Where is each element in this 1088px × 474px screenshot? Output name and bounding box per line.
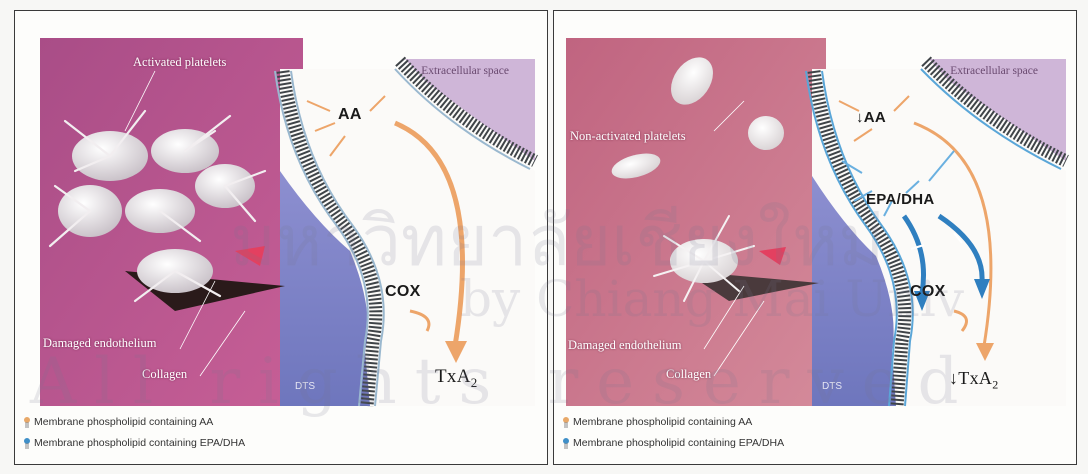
label-dts: DTS xyxy=(295,381,315,392)
molecule-aa: ↓AA xyxy=(856,109,886,126)
phospholipid-epa-dha-icon xyxy=(562,438,570,449)
legend-text-aa: Membrane phospholipid containing AA xyxy=(573,416,752,428)
phospholipid-epa-dha-icon xyxy=(23,438,31,449)
legend-text-epa-dha: Membrane phospholipid containing EPA/DHA xyxy=(34,437,245,449)
legend-text-aa: Membrane phospholipid containing AA xyxy=(34,416,213,428)
legend-item-aa: Membrane phospholipid containing AA xyxy=(562,416,752,428)
legend-text-epa-dha: Membrane phospholipid containing EPA/DHA xyxy=(573,437,784,449)
phospholipid-aa-icon xyxy=(562,417,570,428)
label-extracellular-space: Extracellular space xyxy=(946,65,1038,78)
label-dts: DTS xyxy=(822,381,842,392)
molecule-txa2: ↓TxA2 xyxy=(949,368,999,393)
label-collagen: Collagen xyxy=(142,367,187,382)
label-damaged-endothelium: Damaged endothelium xyxy=(43,336,157,351)
molecule-cox: COX xyxy=(385,283,421,301)
molecule-cox: COX xyxy=(910,283,946,301)
label-damaged-endothelium: Damaged endothelium xyxy=(568,338,682,353)
molecule-epa-dha: EPA/DHA xyxy=(866,191,935,208)
molecule-txa2: TxA2 xyxy=(435,366,478,391)
label-collagen: Collagen xyxy=(666,367,711,382)
phospholipid-aa-icon xyxy=(23,417,31,428)
label-non-activated-platelets: Non-activated platelets xyxy=(570,129,686,144)
label-activated-platelets: Activated platelets xyxy=(133,55,226,70)
molecule-aa: AA xyxy=(338,106,362,124)
legend-item-epa-dha: Membrane phospholipid containing EPA/DHA xyxy=(23,437,245,449)
right-figure-panel: Non-activated platelets Damaged endothel… xyxy=(553,10,1077,465)
label-extracellular-space: Extracellular space xyxy=(417,65,509,78)
legend-item-aa: Membrane phospholipid containing AA xyxy=(23,416,213,428)
legend-item-epa-dha: Membrane phospholipid containing EPA/DHA xyxy=(562,437,784,449)
right-scene-illustration xyxy=(554,11,1078,466)
left-figure-panel: Activated platelets Damaged endothelium … xyxy=(14,10,548,465)
left-scene-illustration xyxy=(15,11,549,466)
